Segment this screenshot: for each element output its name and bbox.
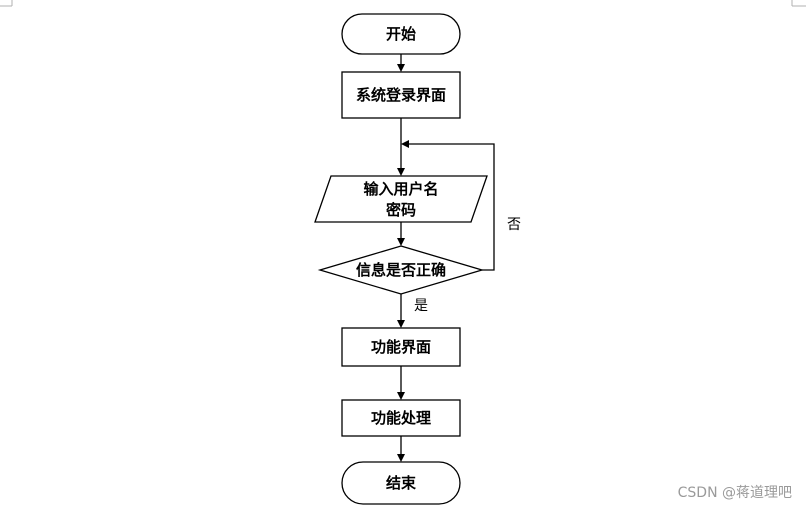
start-label: 开始: [386, 25, 416, 43]
page-corner-mark-left: [0, 0, 13, 7]
input-node: 输入用户名 密码: [314, 175, 488, 223]
watermark-text: CSDN @蒋道理吧: [677, 485, 792, 501]
input-label-line2: 密码: [386, 201, 416, 219]
func-ui-node: 功能界面: [341, 327, 461, 367]
arrow-check-yes: [397, 320, 405, 328]
input-label-line1: 输入用户名: [363, 180, 438, 198]
login-label: 系统登录界面: [356, 86, 446, 104]
no-label: 否: [507, 217, 521, 233]
start-node: 开始: [341, 13, 461, 55]
check-label: 信息是否正确: [356, 261, 446, 279]
login-node: 系统登录界面: [341, 71, 461, 119]
func-proc-label: 功能处理: [371, 409, 431, 427]
func-proc-node: 功能处理: [341, 399, 461, 437]
arrow-start-login: [397, 64, 405, 72]
arrow-loop-back: [401, 140, 409, 148]
func-ui-label: 功能界面: [371, 338, 431, 356]
check-node: 信息是否正确: [317, 245, 485, 295]
yes-label: 是: [414, 298, 428, 314]
end-label: 结束: [386, 474, 417, 492]
arrow-funcui-funcproc: [397, 392, 405, 400]
page-corner-mark-right: [791, 0, 806, 7]
end-node: 结束: [341, 461, 461, 505]
arrow-input-check: [397, 238, 405, 246]
arrow-funcproc-end: [397, 454, 405, 462]
edge-check-no-loop: [409, 143, 495, 271]
arrow-login-input: [397, 168, 405, 176]
